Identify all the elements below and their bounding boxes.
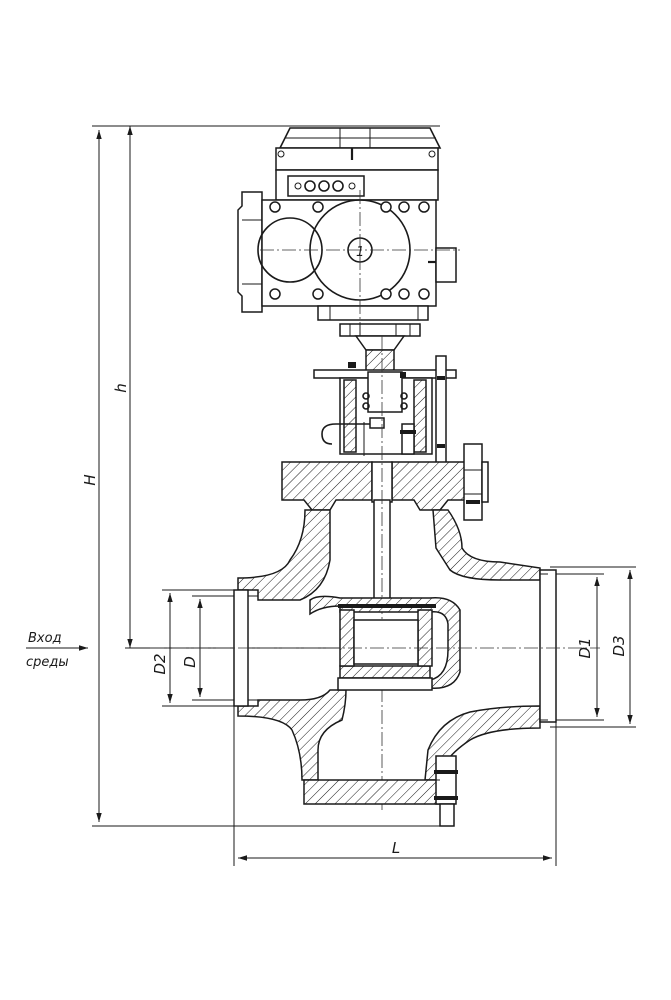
- dimension-label-D: D: [181, 656, 199, 668]
- inlet-label-line1: Вход: [28, 631, 62, 646]
- dimension-L: L: [233, 700, 557, 866]
- yoke-coupling: [313, 323, 457, 469]
- dimension-D2: D2: [151, 589, 240, 707]
- dimension-label-L: L: [392, 839, 400, 857]
- dimension-label-H: H: [81, 474, 99, 485]
- valve-body: [150, 509, 600, 827]
- dimension-label-D3: D3: [610, 635, 628, 656]
- dimension-label-D2: D2: [151, 653, 169, 674]
- inlet-label: Вход среды: [26, 631, 88, 670]
- dimension-H: H: [81, 125, 440, 827]
- electric-actuator: 1: [237, 127, 460, 330]
- dimension-D3: D3: [550, 566, 636, 728]
- valve-stem: [373, 336, 391, 810]
- dimension-label-h: h: [112, 383, 130, 393]
- inlet-label-line2: среды: [26, 655, 69, 670]
